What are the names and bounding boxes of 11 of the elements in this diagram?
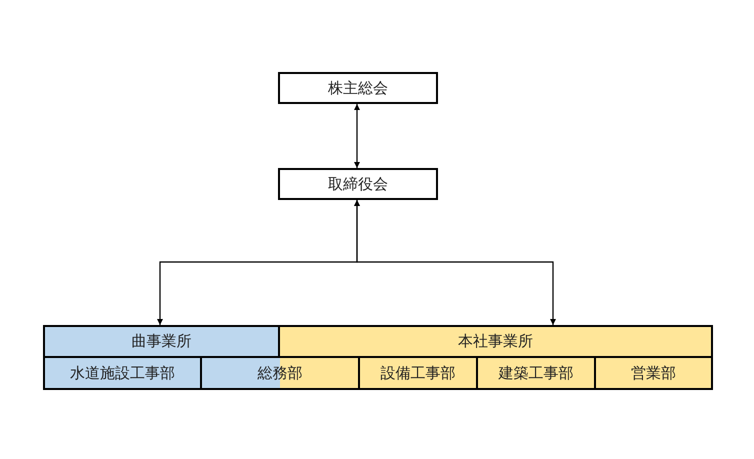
department-cell: 設備工事部 bbox=[358, 356, 478, 390]
department-cell: 営業部 bbox=[594, 356, 713, 390]
arrow bbox=[354, 200, 556, 325]
org-box: 株主総会 bbox=[278, 72, 438, 104]
office-band: 曲事業所 bbox=[43, 325, 280, 358]
arrow bbox=[354, 104, 360, 168]
org-box: 取締役会 bbox=[278, 168, 438, 200]
department-cell: 総務部 bbox=[200, 356, 360, 390]
department-cell: 水道施設工事部 bbox=[43, 356, 202, 390]
office-band: 本社事業所 bbox=[278, 325, 713, 358]
department-cell: 建築工事部 bbox=[476, 356, 596, 390]
